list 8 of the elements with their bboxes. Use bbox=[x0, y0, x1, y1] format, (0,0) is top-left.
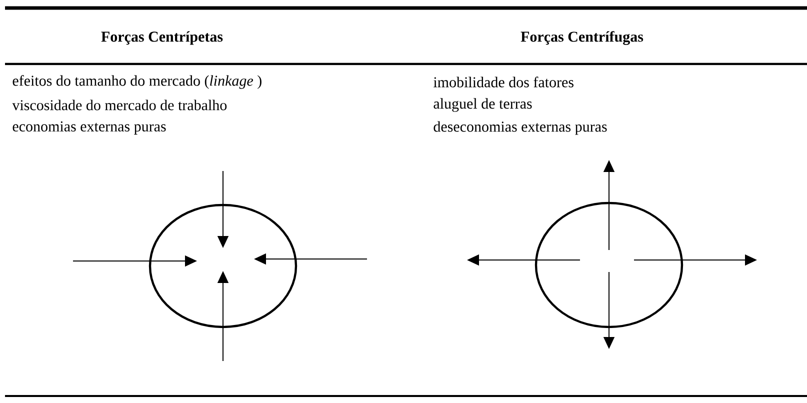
table-cell: deseconomias externas puras bbox=[434, 121, 607, 135]
table-cell: efeitos do tamanho do mercado (linkage ) bbox=[12, 75, 262, 89]
table-cell: aluguel de terras bbox=[434, 98, 532, 112]
column-header: Forças Centrípetas bbox=[101, 31, 223, 45]
column-header: Forças Centrífugas bbox=[520, 31, 644, 45]
table-cell: viscosidade do mercado de trabalho bbox=[12, 100, 227, 110]
table-cell: economias externas puras bbox=[12, 121, 166, 135]
table-cell: imobilidade dos fatores bbox=[434, 76, 574, 88]
